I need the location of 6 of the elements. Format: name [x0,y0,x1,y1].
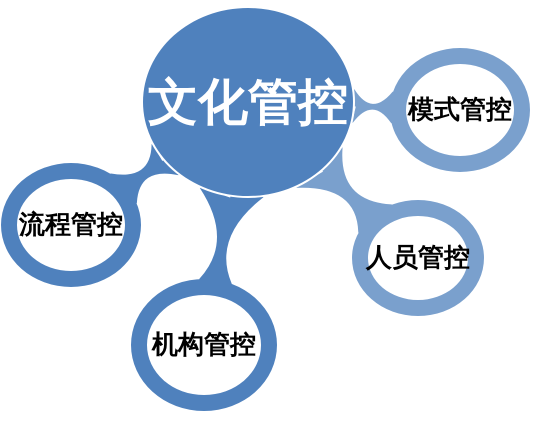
subtopic-ring: 人员管控 [352,200,484,316]
main-topic-ellipse: 文化管控 [141,6,355,198]
connector [199,187,264,284]
subtopic-ring: 机构管控 [131,279,277,411]
subtopic-ring: 模式管控 [390,48,530,172]
subtopic-ring: 流程管控 [1,163,141,287]
